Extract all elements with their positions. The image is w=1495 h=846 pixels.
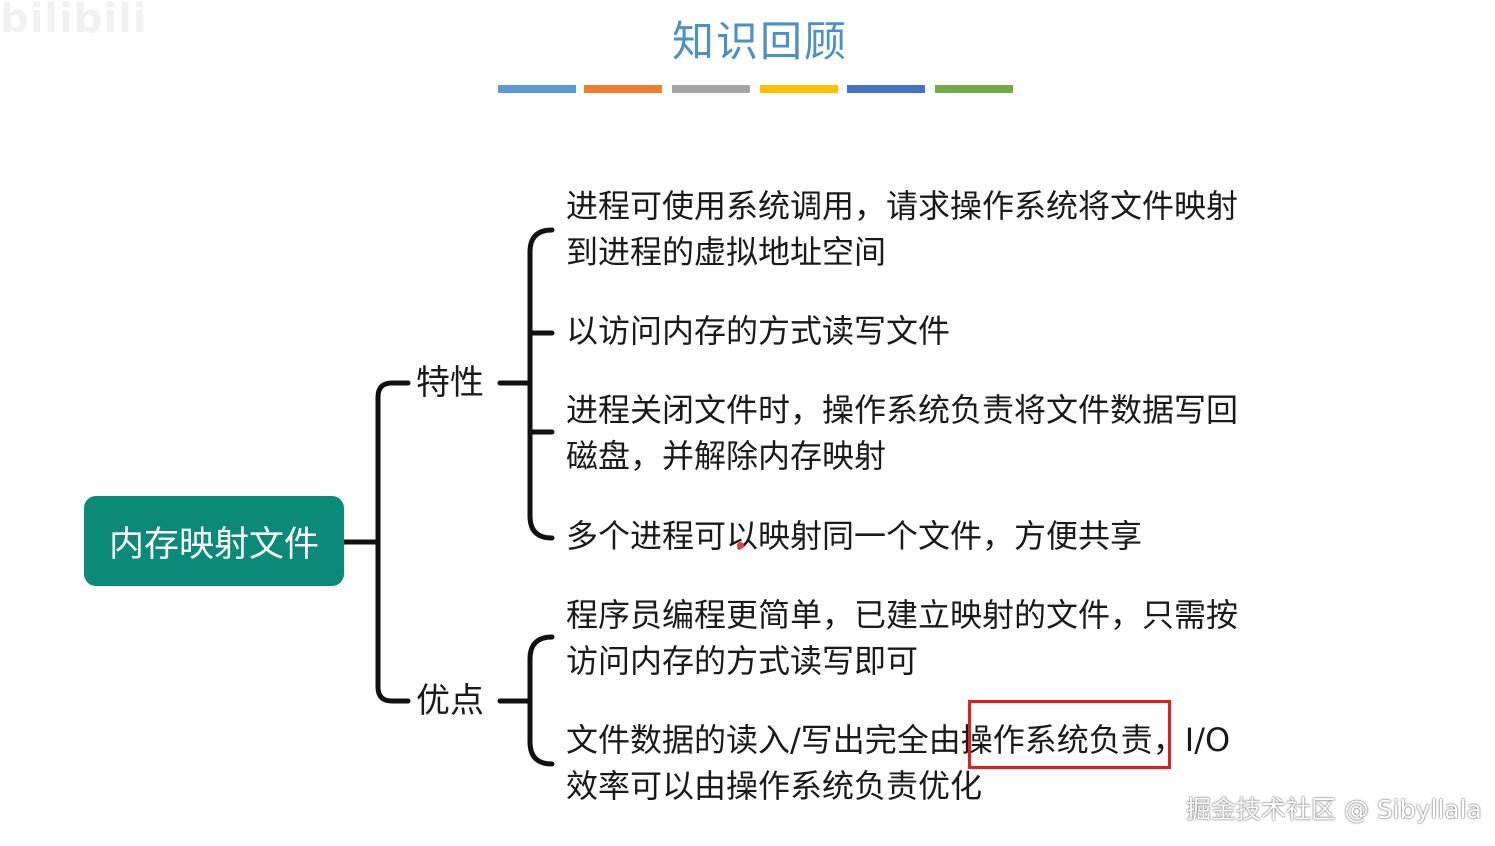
branch-features-label: 特性	[416, 363, 484, 403]
decor-bar-gray	[672, 85, 750, 93]
advantage-leaf-2-line-2: 效率可以由操作系统负责优化	[566, 767, 983, 805]
advantage-leaf-1-line-1: 程序员编程更简单，已建立映射的文件，只需按	[566, 596, 1239, 634]
decor-bar-yellow	[760, 85, 838, 93]
juejin-watermark: 掘金技术社区 @ Sibyllala	[1186, 795, 1482, 824]
feature-leaf-2: 以访问内存的方式读写文件	[566, 308, 1326, 354]
bilibili-watermark: bilibili	[0, 0, 148, 42]
feature-leaf-4-line-1: 多个进程可以映射同一个文件，方便共享	[566, 517, 1143, 555]
feature-leaf-4: 多个进程可以映射同一个文件，方便共享	[566, 513, 1326, 559]
advantage-leaf-2: 文件数据的读入/写出完全由操作系统负责，I/O 效率可以由操作系统负责优化	[566, 717, 1326, 809]
highlight-box	[968, 700, 1171, 769]
feature-leaf-3: 进程关闭文件时，操作系统负责将文件数据写回 磁盘，并解除内存映射	[566, 387, 1326, 479]
feature-leaf-3-line-2: 磁盘，并解除内存映射	[566, 437, 887, 475]
root-label: 内存映射文件	[108, 524, 319, 565]
feature-leaf-1-line-2: 到进程的虚拟地址空间	[566, 233, 887, 271]
decor-bar-orange	[584, 85, 662, 93]
page-title: 知识回顾	[671, 17, 848, 66]
branch-advantages-label: 优点	[416, 681, 484, 721]
decor-bar-darkblue	[847, 85, 925, 93]
feature-leaf-2-line-1: 以访问内存的方式读写文件	[566, 312, 951, 350]
decor-bar-green	[935, 85, 1013, 93]
pointer-dot	[737, 542, 744, 549]
feature-leaf-1-line-1: 进程可使用系统调用，请求操作系统将文件映射	[566, 187, 1239, 225]
root-node: 内存映射文件	[84, 496, 344, 586]
decor-bar-blue	[498, 85, 576, 93]
advantage-leaf-2-line-1: 文件数据的读入/写出完全由操作系统负责，I/O	[566, 721, 1231, 759]
feature-leaf-3-line-1: 进程关闭文件时，操作系统负责将文件数据写回	[566, 391, 1239, 429]
feature-leaf-1: 进程可使用系统调用，请求操作系统将文件映射 到进程的虚拟地址空间	[566, 183, 1326, 275]
advantage-leaf-1-line-2: 访问内存的方式读写即可	[566, 642, 919, 680]
advantage-leaf-1: 程序员编程更简单，已建立映射的文件，只需按 访问内存的方式读写即可	[566, 592, 1326, 684]
